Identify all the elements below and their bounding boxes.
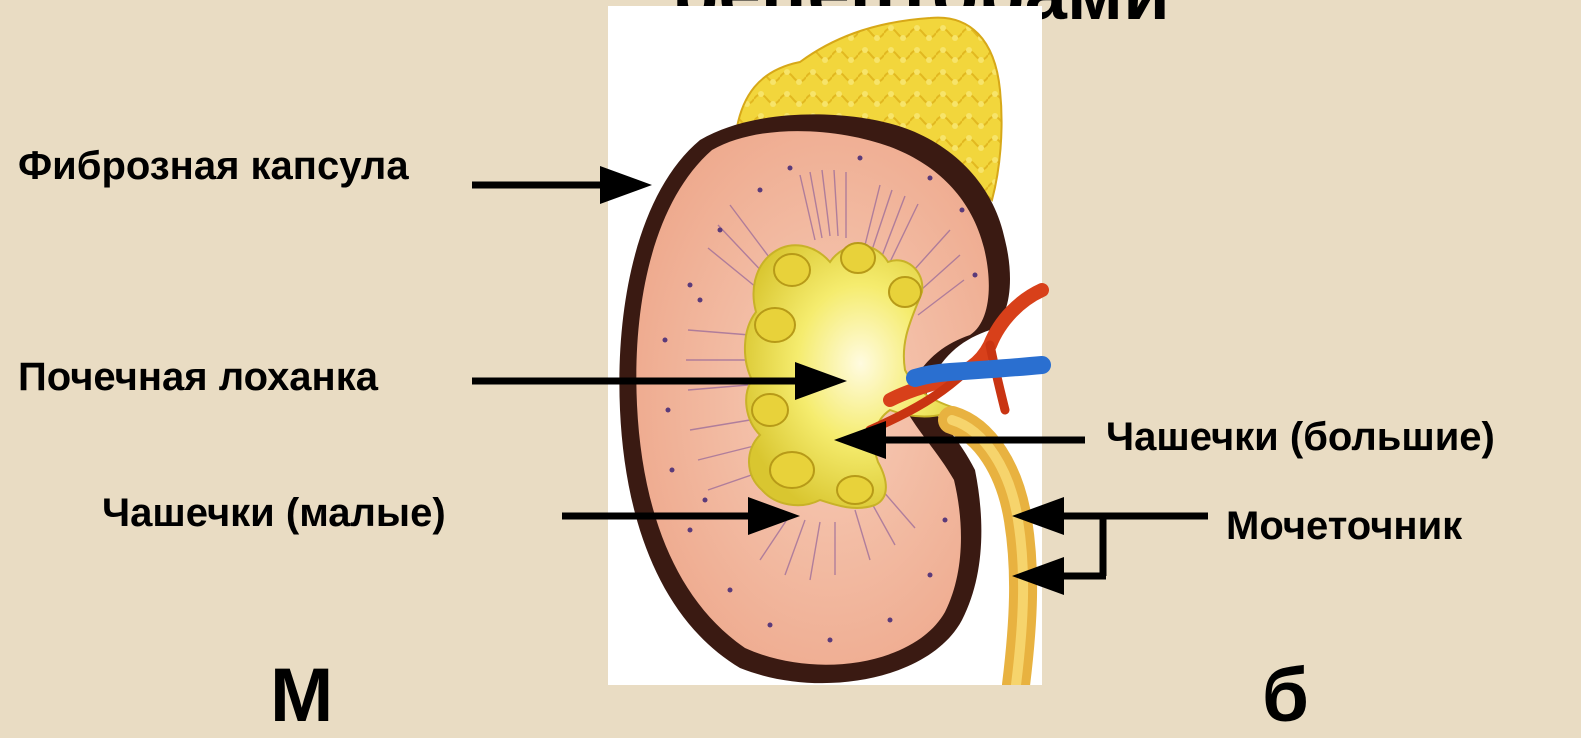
slide-heading-bottom-left: М (270, 658, 333, 734)
label-renal-pelvis: Почечная лоханка (18, 357, 378, 397)
slide: рецепторами (0, 0, 1581, 685)
slide-heading-bottom-right: б (1262, 658, 1309, 734)
label-minor-calyces: Чашечки (малые) (102, 493, 446, 533)
label-ureter: Мочеточник (1226, 506, 1462, 546)
label-fibrous-capsule: Фиброзная капсула (18, 146, 409, 186)
label-major-calyces: Чашечки (большие) (1106, 417, 1495, 457)
kidney-diagram (0, 0, 1581, 685)
